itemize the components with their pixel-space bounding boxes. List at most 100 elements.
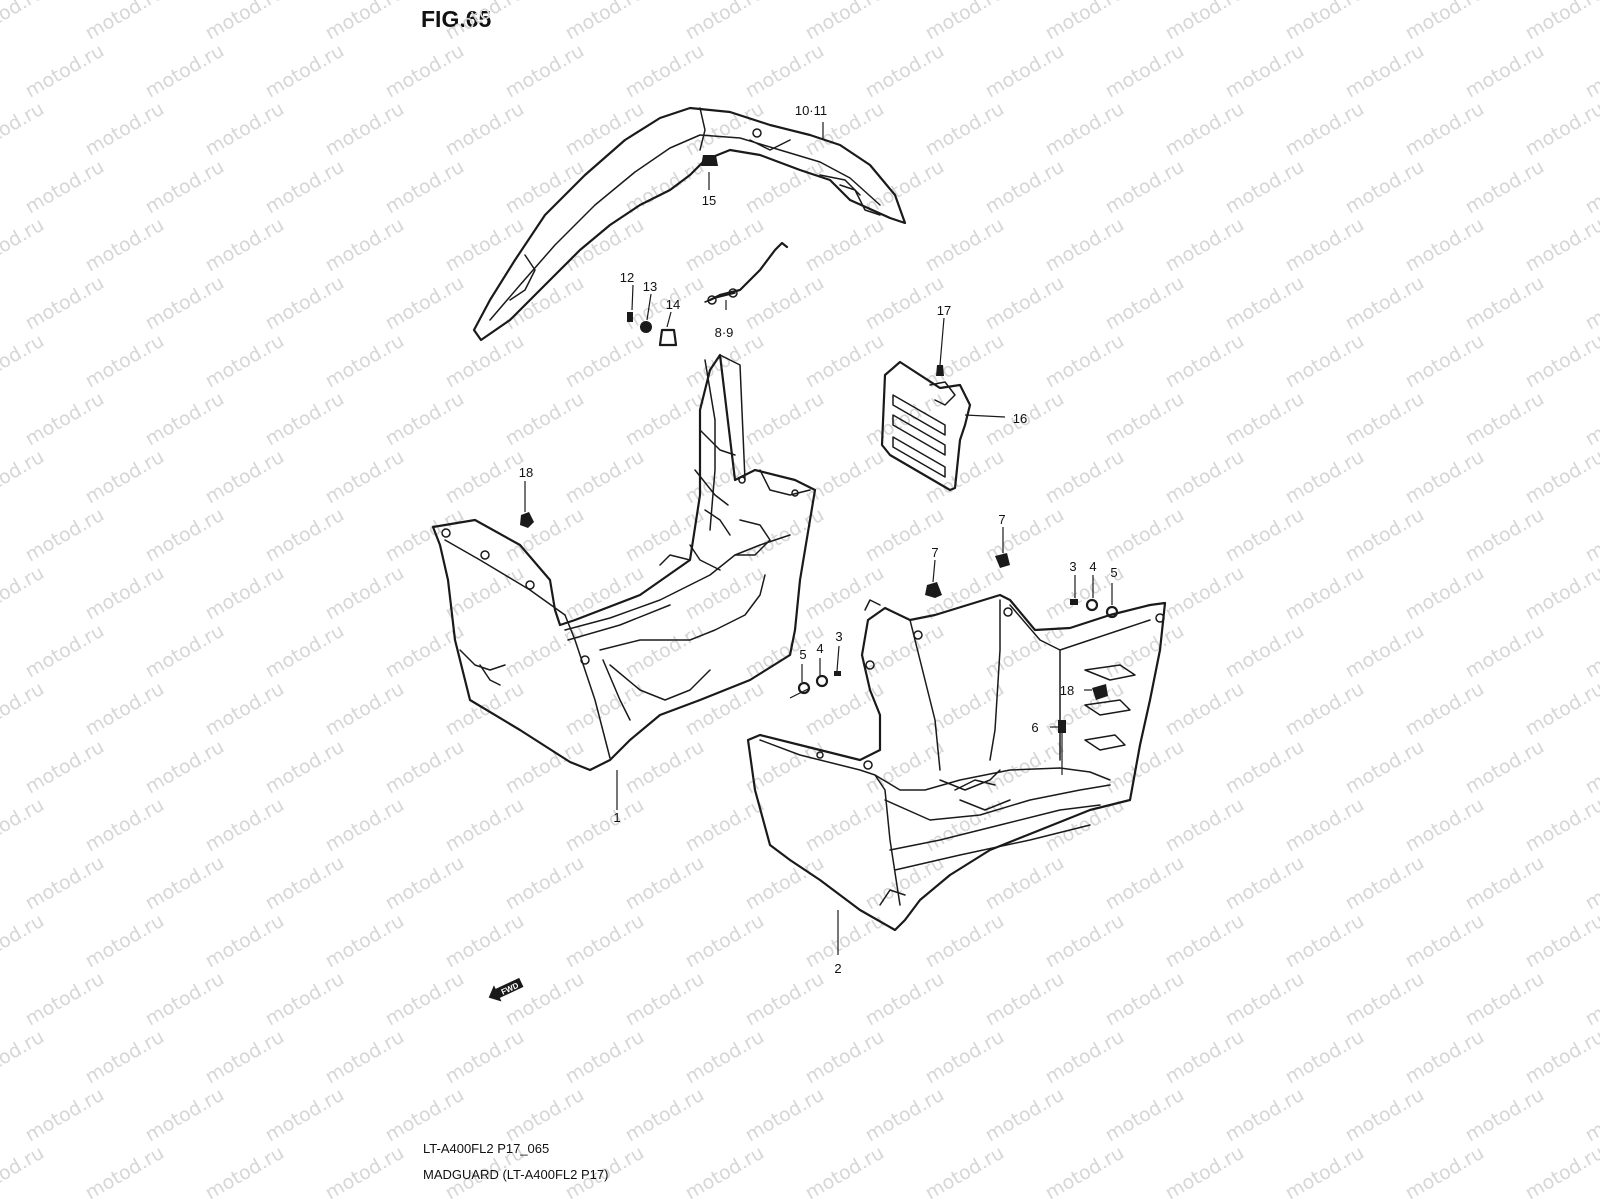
watermark-text: motod.ru <box>682 1142 768 1200</box>
watermark-text: motod.ru <box>1462 272 1548 335</box>
watermark-text: motod.ru <box>1342 40 1428 103</box>
watermark-text: motod.ru <box>562 214 648 277</box>
callout-14: 14 <box>666 297 680 312</box>
watermark-text: motod.ru <box>502 388 588 451</box>
watermark-text: motod.ru <box>922 0 1008 44</box>
watermark-text: motod.ru <box>1282 562 1368 625</box>
watermark-text: motod.ru <box>1282 678 1368 741</box>
watermark-text: motod.ru <box>1462 156 1548 219</box>
watermark-text: motod.ru <box>0 0 48 44</box>
watermark-text: motod.ru <box>82 0 168 44</box>
watermark-text: motod.ru <box>442 98 528 161</box>
watermark-text: motod.ru <box>1402 98 1488 161</box>
watermark-text: motod.ru <box>1042 678 1128 741</box>
watermark-text: motod.ru <box>22 272 108 335</box>
watermark-text: motod.ru <box>1522 910 1600 973</box>
watermark-text: motod.ru <box>142 272 228 335</box>
watermark-text: motod.ru <box>562 794 648 857</box>
watermark-text: motod.ru <box>502 40 588 103</box>
callout-7-left: 7 <box>931 545 938 560</box>
watermark-text: motod.ru <box>142 852 228 915</box>
watermark-text: motod.ru <box>0 1026 48 1089</box>
watermark-text: motod.ru <box>682 562 768 625</box>
watermark-text: motod.ru <box>1162 1142 1248 1200</box>
watermark-text: motod.ru <box>1102 504 1188 567</box>
watermark-text: motod.ru <box>1222 736 1308 799</box>
watermark-text: motod.ru <box>802 1026 888 1089</box>
watermark-text: motod.ru <box>1042 0 1128 44</box>
watermark-text: motod.ru <box>1222 620 1308 683</box>
watermark-text: motod.ru <box>1462 620 1548 683</box>
watermark-text: motod.ru <box>322 910 408 973</box>
watermark-text: motod.ru <box>202 1142 288 1200</box>
watermark-text: motod.ru <box>0 214 48 277</box>
watermark-text: motod.ru <box>562 678 648 741</box>
watermark-text: motod.ru <box>1522 0 1600 44</box>
watermark-text: motod.ru <box>622 504 708 567</box>
watermark-text: motod.ru <box>382 272 468 335</box>
watermark-text: motod.ru <box>1402 330 1488 393</box>
watermark-text: motod.ru <box>742 620 828 683</box>
watermark-text: motod.ru <box>262 156 348 219</box>
watermark-text: motod.ru <box>82 678 168 741</box>
watermark-text: motod.ru <box>1162 330 1248 393</box>
watermark-text: motod.ru <box>682 678 768 741</box>
watermark-text: motod.ru <box>202 0 288 44</box>
watermark-text: motod.ru <box>1402 678 1488 741</box>
watermark-text: motod.ru <box>862 620 948 683</box>
watermark-text: motod.ru <box>142 40 228 103</box>
watermark-text: motod.ru <box>82 910 168 973</box>
watermark-text: motod.ru <box>1282 214 1368 277</box>
part-front-guard <box>472 106 907 342</box>
watermark-text: motod.ru <box>1402 0 1488 44</box>
watermark-text: motod.ru <box>1222 968 1308 1031</box>
watermark-text: motod.ru <box>442 910 528 973</box>
watermark-text: motod.ru <box>1102 620 1188 683</box>
watermark-text: motod.ru <box>1582 504 1600 567</box>
watermark-text: motod.ru <box>382 1084 468 1147</box>
watermark-text: motod.ru <box>1282 1142 1368 1200</box>
watermark-text: motod.ru <box>742 388 828 451</box>
watermark-text: motod.ru <box>1402 794 1488 857</box>
watermark-text: motod.ru <box>262 272 348 335</box>
callout-3-left: 3 <box>835 629 842 644</box>
watermark-text: motod.ru <box>982 272 1068 335</box>
watermark-text: motod.ru <box>622 620 708 683</box>
callout-4-right: 4 <box>1089 559 1096 574</box>
watermark-text: motod.ru <box>442 562 528 625</box>
watermark-text: motod.ru <box>862 736 948 799</box>
watermark-text: motod.ru <box>202 794 288 857</box>
watermark-text: motod.ru <box>1342 156 1428 219</box>
watermark-text: motod.ru <box>1342 968 1428 1031</box>
watermark-text: motod.ru <box>1162 214 1248 277</box>
part-left-madguard <box>431 353 817 772</box>
watermark-text: motod.ru <box>622 388 708 451</box>
watermark-text: motod.ru <box>1342 736 1428 799</box>
watermark-text: motod.ru <box>1342 388 1428 451</box>
watermark-text: motod.ru <box>202 446 288 509</box>
watermark-text: motod.ru <box>982 1084 1068 1147</box>
watermark-text: motod.ru <box>622 736 708 799</box>
watermark-text: motod.ru <box>1462 852 1548 915</box>
watermark-text: motod.ru <box>382 968 468 1031</box>
watermark-text: motod.ru <box>22 156 108 219</box>
watermark-text: motod.ru <box>862 1084 948 1147</box>
callout-16: 16 <box>1013 411 1027 426</box>
watermark-text: motod.ru <box>22 620 108 683</box>
watermark-text: motod.ru <box>502 1084 588 1147</box>
watermark-text: motod.ru <box>742 852 828 915</box>
watermark-text: motod.ru <box>742 1084 828 1147</box>
watermark-text: motod.ru <box>1222 272 1308 335</box>
watermark-text: motod.ru <box>262 40 348 103</box>
watermark-text: motod.ru <box>922 98 1008 161</box>
watermark-text: motod.ru <box>0 794 48 857</box>
watermark-text: motod.ru <box>1162 446 1248 509</box>
watermark-text: motod.ru <box>622 1084 708 1147</box>
watermark-text: motod.ru <box>1342 620 1428 683</box>
watermark-text: motod.ru <box>1342 852 1428 915</box>
watermark-text: motod.ru <box>1582 156 1600 219</box>
callout-10-11: 10·11 <box>795 103 827 118</box>
watermark-text: motod.ru <box>1222 388 1308 451</box>
watermark-text: motod.ru <box>1102 1084 1188 1147</box>
watermark-text: motod.ru <box>502 620 588 683</box>
